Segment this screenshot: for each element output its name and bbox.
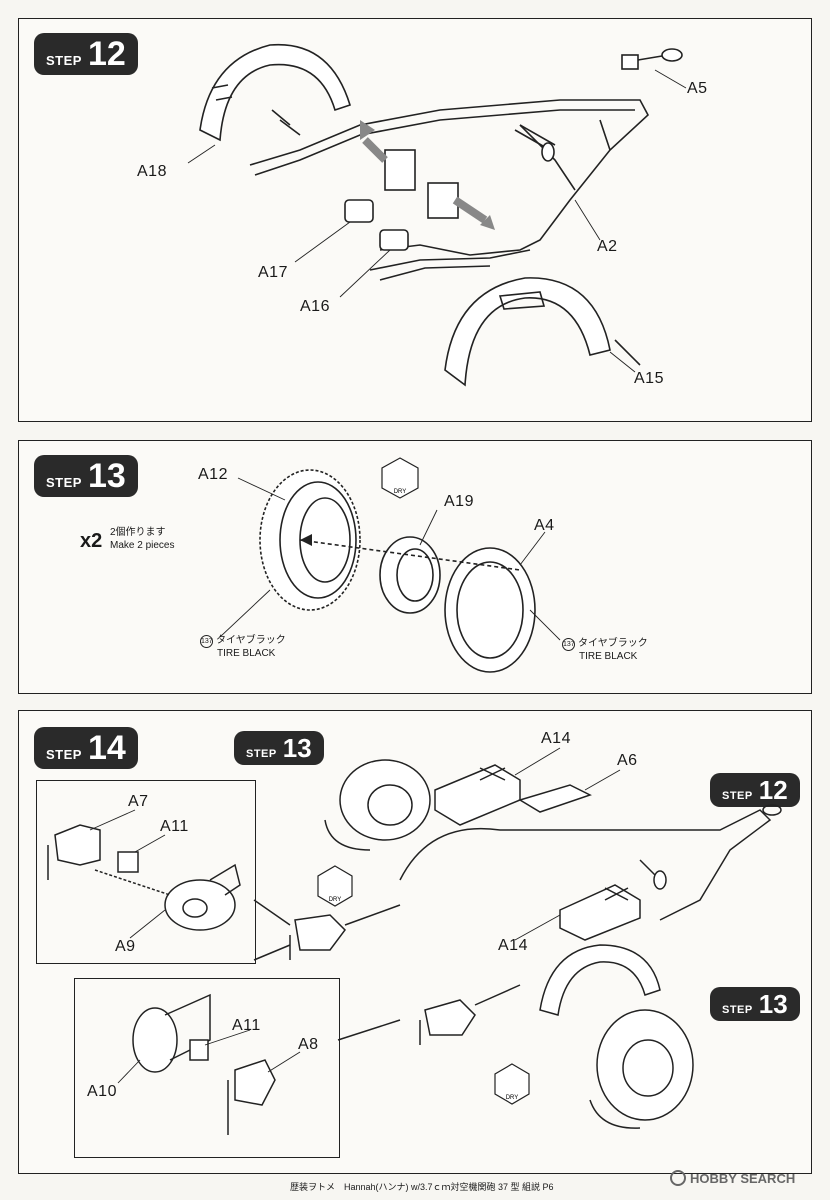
footer-text: 歴装ヲトメ Hannah(ハンナ) w/3.7ｃｍ対空機関砲 37 型 組説 P… xyxy=(290,1182,554,1192)
step-word: STEP xyxy=(46,747,82,762)
paint-code-icon: 137 xyxy=(562,638,575,651)
label-a9: A9 xyxy=(115,938,136,955)
dry-icon-text: DRY xyxy=(506,1095,519,1101)
step-word: STEP xyxy=(46,475,82,490)
watermark-text: HOBBY SEARCH xyxy=(690,1170,796,1186)
label-a7: A7 xyxy=(128,793,149,810)
quantity-note-en: Make 2 pieces xyxy=(110,539,175,551)
label-a4: A4 xyxy=(534,517,555,534)
paint-jp: タイヤブラック xyxy=(216,635,286,646)
watermark: HOBBY SEARCH xyxy=(670,1170,795,1186)
label-a10: A10 xyxy=(87,1083,117,1100)
step12-badge: STEP 12 xyxy=(34,33,138,75)
paint-en: TIRE BLACK xyxy=(579,651,638,662)
step12-panel xyxy=(18,18,812,422)
paint-en: TIRE BLACK xyxy=(217,648,276,659)
inset-bottom-left xyxy=(74,978,340,1158)
dry-icon: DRY xyxy=(381,457,419,499)
dry-icon-text: DRY xyxy=(394,489,407,495)
hobby-search-logo-icon xyxy=(670,1170,686,1186)
dry-icon-text: DRY xyxy=(329,897,342,903)
label-a19: A19 xyxy=(444,493,474,510)
step-number: 13 xyxy=(758,989,788,1019)
step-word: STEP xyxy=(46,53,82,68)
quantity-multiplier: x2 xyxy=(80,530,103,552)
label-a6: A6 xyxy=(617,752,638,769)
step-number: 14 xyxy=(87,729,126,767)
footer: 歴装ヲトメ Hannah(ハンナ) w/3.7ｃｍ対空機関砲 37 型 組説 P… xyxy=(0,1172,830,1200)
label-a14-top: A14 xyxy=(541,730,571,747)
label-a11-bottom: A11 xyxy=(232,1017,261,1034)
paint-jp: タイヤブラック xyxy=(578,638,648,649)
label-a12: A12 xyxy=(198,466,228,483)
step13-badge: STEP 13 xyxy=(34,455,138,497)
dry-icon: DRY xyxy=(317,865,353,907)
step-word: STEP xyxy=(722,1004,753,1016)
label-a14-mid: A14 xyxy=(498,937,528,954)
step-number: 12 xyxy=(87,35,126,73)
label-a5: A5 xyxy=(687,80,708,97)
label-a17: A17 xyxy=(258,264,288,281)
quantity-note-jp: 2個作ります xyxy=(110,527,166,538)
step-word: STEP xyxy=(722,790,753,802)
step13-ref-top: STEP 13 xyxy=(234,731,324,765)
dry-icon: DRY xyxy=(494,1063,530,1105)
step14-badge: STEP 14 xyxy=(34,727,138,769)
label-a18: A18 xyxy=(137,163,167,180)
paint-code-icon: 137 xyxy=(200,635,213,648)
label-a16: A16 xyxy=(300,298,330,315)
step-number: 12 xyxy=(758,775,788,805)
step12-ref: STEP 12 xyxy=(710,773,800,807)
step-word: STEP xyxy=(246,748,277,760)
step-number: 13 xyxy=(87,457,126,495)
step13-ref-bottom: STEP 13 xyxy=(710,987,800,1021)
label-a15: A15 xyxy=(634,370,664,387)
label-a11-top: A11 xyxy=(160,818,189,835)
step-number: 13 xyxy=(282,733,312,763)
label-a2: A2 xyxy=(597,238,618,255)
quantity-note: 2個作ります Make 2 pieces xyxy=(110,527,174,552)
inset-top-left xyxy=(36,780,256,964)
label-a8: A8 xyxy=(298,1036,319,1053)
